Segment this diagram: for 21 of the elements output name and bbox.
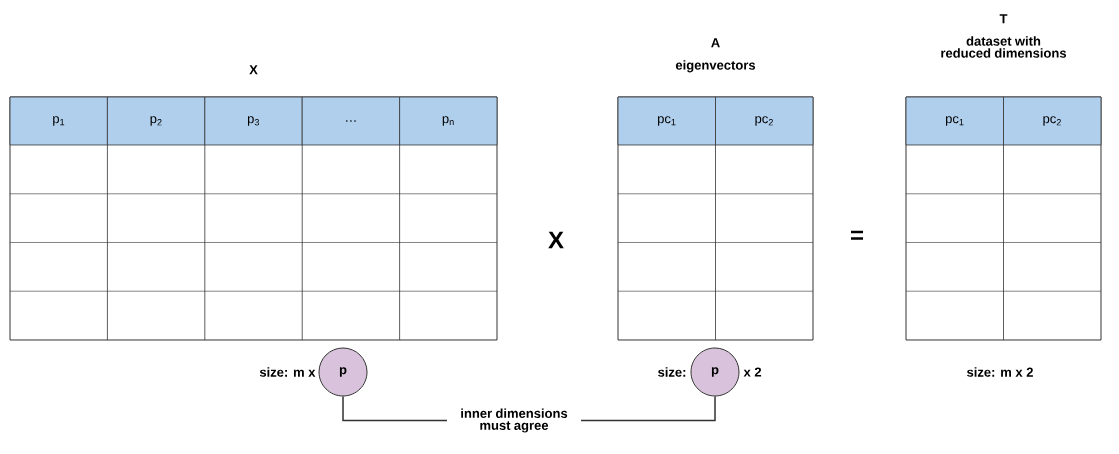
table-heading: eigenvectors bbox=[675, 60, 756, 73]
operator-sign: X bbox=[548, 231, 564, 249]
header-cell: pc$_{1}$ bbox=[617, 96, 716, 146]
header-cell: pc$_{1}$ bbox=[905, 96, 1004, 146]
size-label: x 2 bbox=[743, 367, 762, 377]
header-cell: pc$_{2}$ bbox=[715, 96, 814, 146]
size-label: size: m x 2 bbox=[967, 367, 1033, 377]
edge-label: inner dimensions must agree bbox=[447, 406, 581, 435]
header-cell: p$_{3}$ bbox=[204, 96, 303, 146]
size-label: size: bbox=[658, 367, 686, 377]
header-cell: … bbox=[301, 96, 400, 146]
table-heading: A bbox=[711, 38, 720, 48]
table-heading: X bbox=[249, 65, 258, 75]
size-label: size: m x bbox=[259, 367, 316, 377]
header-cell: p$_{1}$ bbox=[9, 96, 108, 146]
table-heading: dataset with reduced dimensions bbox=[941, 36, 1067, 58]
operator-sign: = bbox=[851, 230, 864, 240]
header-cell: pc$_{2}$ bbox=[1003, 96, 1102, 146]
header-cell: p$_{n}$ bbox=[399, 96, 498, 146]
table-heading: T bbox=[999, 14, 1008, 24]
header-cell: p$_{2}$ bbox=[107, 96, 206, 146]
